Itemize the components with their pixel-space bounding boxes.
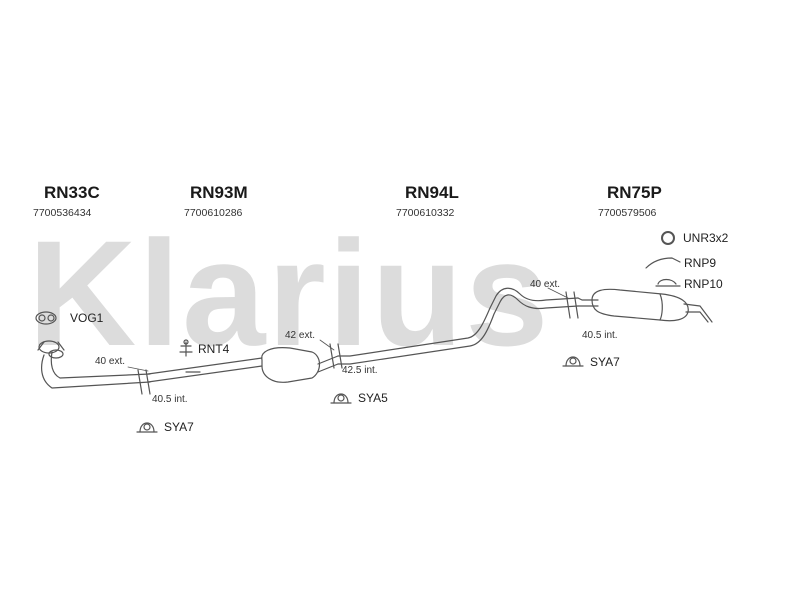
clamp-icon-sya7-left bbox=[136, 422, 158, 433]
mounting-icon bbox=[179, 339, 193, 357]
part-number-rn75p: RN75P bbox=[607, 183, 662, 202]
oe-number-rn75p: 7700579506 bbox=[598, 207, 657, 219]
fitting-label-sya7-right: SYA7 bbox=[590, 355, 620, 369]
fitting-label-unr: UNR3x2 bbox=[683, 231, 729, 245]
joint1-ext-dimension: 40 ext. bbox=[95, 356, 126, 367]
fitting-label-sya5: SYA5 bbox=[358, 391, 388, 405]
joint2-ext-dimension: 42 ext. bbox=[285, 330, 316, 341]
hanger-bracket-icon bbox=[655, 278, 681, 287]
fitting-label-rnp9: RNP9 bbox=[684, 256, 717, 270]
clamp-icon-sya5 bbox=[330, 393, 352, 404]
fitting-label-sya7-left: SYA7 bbox=[164, 420, 194, 434]
fitting-label-rnp10: RNP10 bbox=[684, 277, 723, 291]
hanger-icon bbox=[645, 257, 681, 269]
fitting-label-vog1: VOG1 bbox=[70, 311, 104, 325]
gasket-icon bbox=[35, 311, 57, 325]
rubber-ring-icon bbox=[661, 231, 675, 245]
oe-number-rn33c: 7700536434 bbox=[33, 207, 92, 219]
part-number-rn93m: RN93M bbox=[190, 183, 248, 202]
joint3-ext-dimension: 40 ext. bbox=[530, 279, 561, 290]
oe-number-rn93m: 7700610286 bbox=[184, 207, 243, 219]
watermark-logo: Klarius bbox=[28, 209, 551, 377]
joint-clamp-1 bbox=[137, 369, 151, 395]
fitting-label-rnt4: RNT4 bbox=[198, 342, 230, 356]
rear-silencer bbox=[577, 288, 713, 323]
part-number-rn33c: RN33C bbox=[44, 183, 100, 202]
oe-number-rn94l: 7700610332 bbox=[396, 207, 455, 219]
joint2-int-dimension: 42.5 int. bbox=[342, 365, 378, 376]
intermediate-pipe-catalyst bbox=[147, 347, 339, 383]
clamp-icon-sya7-right bbox=[562, 356, 584, 367]
joint1-int-dimension: 40.5 int. bbox=[152, 394, 188, 405]
part-number-rn94l: RN94L bbox=[405, 183, 459, 202]
front-downpipe bbox=[37, 340, 151, 389]
joint-clamp-3 bbox=[565, 291, 579, 319]
centre-pipe bbox=[337, 287, 579, 365]
joint3-int-dimension: 40.5 int. bbox=[582, 330, 618, 341]
